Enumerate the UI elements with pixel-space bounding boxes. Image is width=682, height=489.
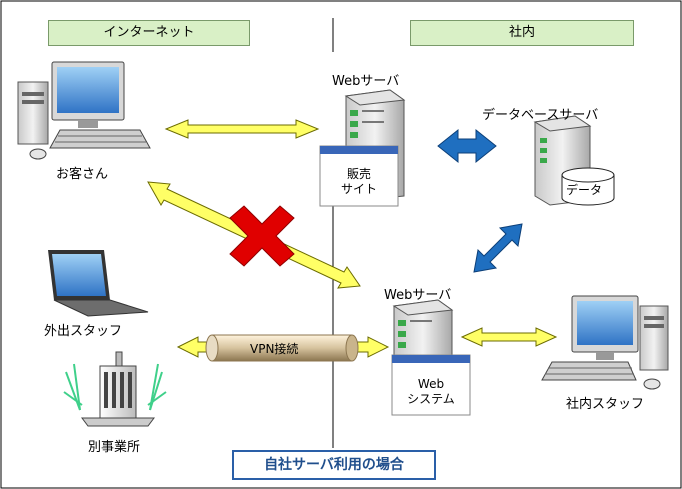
- vpn-label: VPN接続: [250, 342, 299, 356]
- sales-site-line-2: サイト: [340, 182, 377, 196]
- db-server-label: データベースサーバ: [482, 108, 599, 123]
- blocked-cross-icon: [229, 205, 295, 267]
- server-staff-arrow: [460, 327, 558, 347]
- zone-label-internet: インターネット: [48, 20, 250, 46]
- web-system-window: [391, 354, 471, 416]
- web-system-line-1: Web: [417, 377, 445, 391]
- diagram-caption: 自社サーバ利用の場合: [232, 450, 436, 480]
- sales-site-label: 販売 サイト: [320, 167, 398, 197]
- web-system-label: Web システム: [392, 377, 470, 407]
- customer-label: お客さん: [56, 167, 109, 182]
- internal-staff-label: 社内スタッフ: [566, 397, 645, 412]
- db-webbottom-arrow: [473, 223, 523, 273]
- vpn-tunnel-icon: [205, 334, 359, 362]
- sales-site-window: [319, 145, 399, 207]
- web-server-top-label: Webサーバ: [332, 74, 400, 89]
- sales-site-line-1: 販売: [346, 167, 371, 181]
- web-system-line-2: システム: [407, 392, 455, 406]
- customer-pc-icon: [17, 61, 151, 160]
- internal-staff-pc-icon: [541, 295, 669, 390]
- office-building-icon: [63, 351, 167, 427]
- branch-office-label: 別事業所: [88, 440, 141, 455]
- customer-web-arrow: [164, 119, 320, 139]
- db-cylinder-label: データ: [566, 183, 603, 197]
- zone-label-intranet: 社内: [410, 20, 634, 46]
- field-staff-label: 外出スタッフ: [44, 324, 123, 339]
- laptop-icon: [48, 250, 149, 317]
- web-db-arrow: [437, 128, 497, 164]
- web-server-bottom-label: Webサーバ: [384, 288, 452, 303]
- database-cylinder-icon: [561, 167, 615, 206]
